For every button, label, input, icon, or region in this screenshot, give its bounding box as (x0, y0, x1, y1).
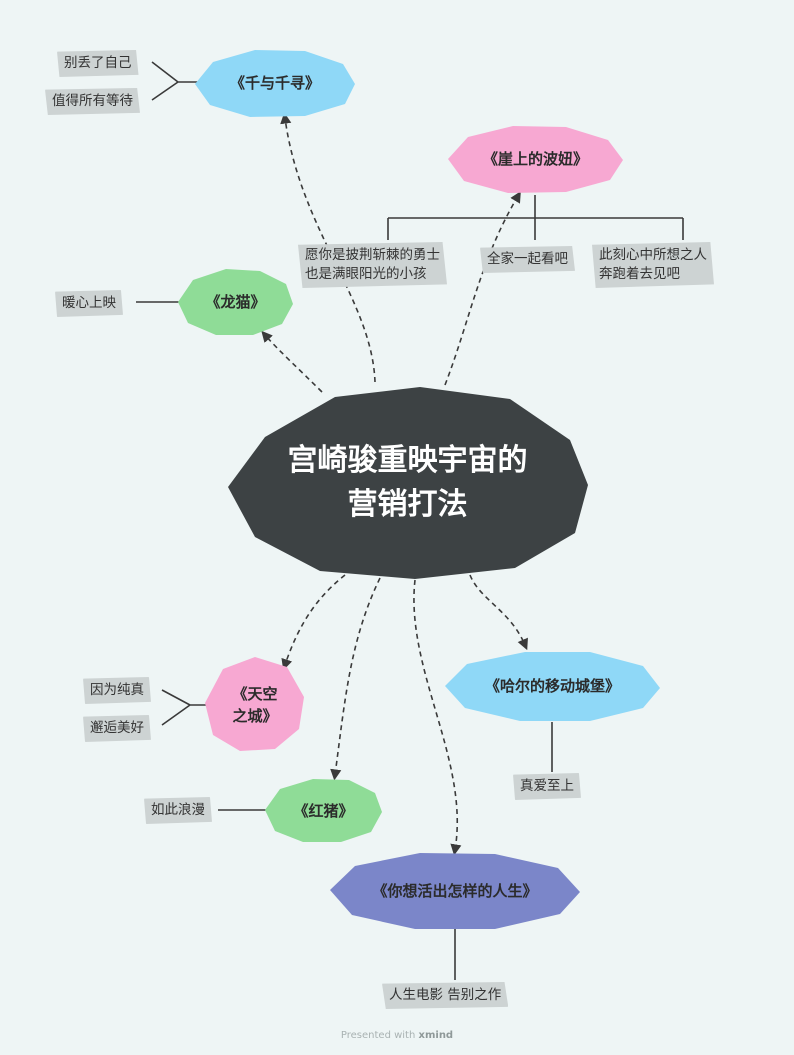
topic-longmao[interactable]: 《龙猫》 (178, 268, 293, 336)
topic-yashang-shape (448, 126, 623, 193)
topic-hongzhu-label: 《红猪》 (293, 801, 354, 820)
topic-hongzhu-shape (265, 779, 382, 842)
topic-hongzhu[interactable]: 《红猪》 (265, 778, 382, 843)
leaf-qianyu-2[interactable]: 值得所有等待 (45, 88, 140, 115)
connector-tiankong (281, 574, 346, 671)
branch-tiankong-leaves (161, 689, 206, 726)
leaf-tiankong-2[interactable]: 邂逅美好 (83, 715, 151, 742)
topic-longmao-label: 《龙猫》 (205, 293, 266, 311)
leaf-tiankong-1[interactable]: 因为纯真 (83, 677, 151, 704)
topic-longmao-shape (178, 269, 293, 335)
leaf-yashang-1-line2: 也是满眼阳光的小孩 (305, 266, 427, 282)
connector-haer (469, 574, 528, 651)
connector-longmao (261, 330, 323, 393)
branch-yashang-leaves (387, 195, 684, 240)
leaf-yashang-3-line2: 奔跑着去见吧 (599, 266, 680, 282)
connector-hongzhu (330, 577, 381, 781)
topic-tiankong-line2: 之城》 (232, 706, 278, 725)
topic-haer-shape (445, 652, 660, 721)
topic-qianyu-label: 《千与千寻》 (229, 74, 320, 92)
topic-qianyu[interactable]: 《千与千寻》 (195, 48, 355, 118)
leaf-rensheng-1[interactable]: 人生电影 告别之作 (382, 982, 509, 1009)
central-topic[interactable]: 宫崎骏重映宇宙的营销打法 (225, 385, 590, 580)
central-topic-shape (228, 387, 588, 579)
leaf-qianyu-1[interactable]: 别丢了自己 (57, 50, 139, 77)
footer-brand: xmind (418, 1030, 454, 1041)
leaf-yashang-1-line1: 愿你是披荆斩棘的勇士 (305, 247, 440, 263)
topic-tiankong-label: 《天空 之城》 (232, 683, 277, 727)
leaf-yashang-3-line1: 此刻心中所想之人 (599, 247, 707, 263)
topic-rensheng-shape (330, 853, 580, 929)
topic-tiankong[interactable]: 《天空 之城》 (205, 657, 305, 752)
leaf-yashang-3[interactable]: 此刻心中所想之人 奔跑着去见吧 (592, 242, 714, 288)
leaf-haer-1[interactable]: 真爱至上 (513, 773, 581, 800)
topic-qianyu-shape (195, 50, 355, 117)
branch-qianyu-leaves (151, 61, 198, 101)
topic-haer-label: 《哈尔的移动城堡》 (484, 677, 620, 695)
topic-yashang-label: 《崖上的波妞》 (482, 150, 588, 168)
topic-tiankong-line1: 《天空 (232, 684, 278, 703)
leaf-yashang-2[interactable]: 全家一起看吧 (480, 246, 575, 273)
footer: Presented with xmind (0, 1030, 794, 1041)
topic-rensheng[interactable]: 《你想活出怎样的人生》 (330, 852, 580, 930)
topic-haer[interactable]: 《哈尔的移动城堡》 (445, 650, 660, 722)
topic-rensheng-label: 《你想活出怎样的人生》 (372, 882, 538, 900)
topic-tiankong-shape (205, 657, 304, 751)
leaf-longmao-1[interactable]: 暖心上映 (55, 290, 123, 317)
central-topic-title: 宫崎骏重映宇宙的营销打法 (287, 442, 528, 522)
footer-prefix: Presented with (340, 1030, 416, 1041)
connector-yashang (444, 191, 521, 386)
connector-rensheng (413, 579, 462, 856)
leaf-hongzhu-1[interactable]: 如此浪漫 (144, 797, 212, 824)
topic-yashang[interactable]: 《崖上的波妞》 (448, 124, 623, 194)
leaf-yashang-1[interactable]: 愿你是披荆斩棘的勇士 也是满眼阳光的小孩 (298, 242, 447, 288)
